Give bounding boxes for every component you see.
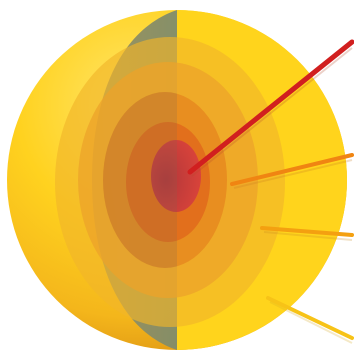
crust-pointer (268, 298, 352, 338)
